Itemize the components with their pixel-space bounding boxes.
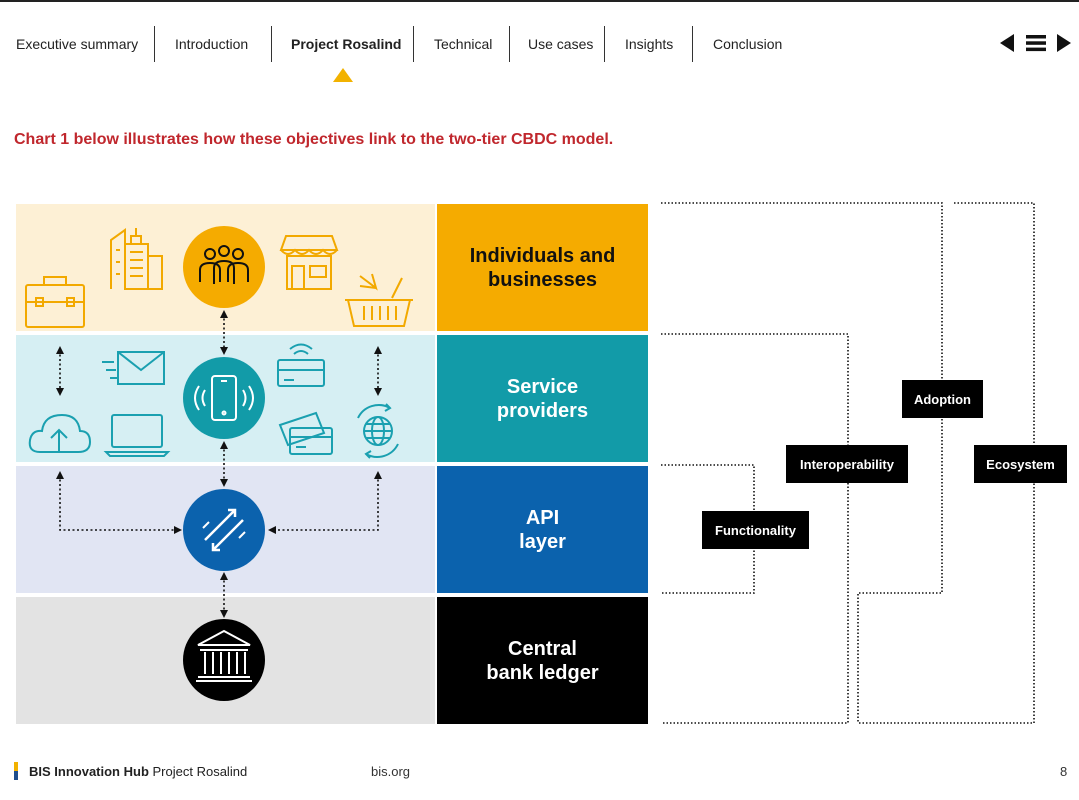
buildings-icon (110, 228, 163, 290)
laptop-icon (103, 414, 171, 457)
cards-icon (278, 411, 333, 455)
nav-divider (413, 26, 414, 62)
tab-technical[interactable]: Technical (434, 36, 493, 52)
tab-use-cases[interactable]: Use cases (528, 36, 594, 52)
tab-project-rosalind[interactable]: Project Rosalind (291, 36, 402, 52)
tab-insights[interactable]: Insights (625, 36, 674, 52)
globe-icon (357, 403, 399, 459)
tab-introduction[interactable]: Introduction (175, 36, 249, 52)
intro-text: Chart 1 below illustrates how these obje… (14, 131, 614, 148)
footer-org: BIS Innovation Hub (29, 764, 149, 779)
nav-divider (154, 26, 155, 62)
storefront-icon (279, 235, 339, 290)
footer-url-link[interactable]: bis.org (371, 764, 411, 779)
tag-functionality: Functionality (702, 511, 809, 549)
api-exchange-icon (183, 489, 265, 571)
diagram-connectors (56, 310, 382, 618)
smartphone-icon (183, 357, 265, 439)
shopping-basket-icon (345, 273, 413, 327)
tab-conclusion[interactable]: Conclusion (713, 36, 783, 52)
layer-label-line: providers (496, 399, 589, 422)
layer-label-line: bank ledger (486, 661, 599, 684)
footer-logo-bar (14, 762, 18, 780)
interoperability-bracket (661, 333, 849, 724)
payment-card-icon (277, 343, 325, 387)
layer-label-line: layer (519, 530, 566, 553)
tag-ecosystem: Ecosystem (974, 445, 1067, 483)
layer-label-line: Service (506, 375, 579, 398)
section-nav: Executive summary Introduction Project R… (0, 26, 1079, 62)
email-icon (102, 351, 165, 385)
layer-label-line: businesses (488, 268, 597, 291)
next-arrow-icon[interactable] (1055, 33, 1073, 53)
tab-executive-summary[interactable]: Executive summary (16, 36, 139, 52)
layer-label-line: API (525, 506, 560, 529)
nav-divider (271, 26, 272, 62)
layer-label-line: Individuals and (469, 244, 616, 267)
cloud-upload-icon (28, 413, 92, 453)
people-icon (183, 226, 265, 308)
nav-divider (509, 26, 510, 62)
layer-label-line: Central (508, 637, 577, 660)
footer-project: Project Rosalind (152, 764, 248, 779)
central-bank-icon (183, 619, 265, 701)
nav-divider (604, 26, 605, 62)
menu-icon[interactable] (1025, 33, 1047, 53)
briefcase-icon (25, 276, 85, 328)
tag-adoption: Adoption (902, 380, 983, 418)
top-border (0, 0, 1079, 2)
footer-publisher: BIS Innovation Hub Project Rosalind (29, 764, 247, 779)
tag-interoperability: Interoperability (786, 445, 908, 483)
page-number: 8 (1060, 764, 1068, 779)
functionality-bracket (661, 464, 755, 594)
adoption-bracket (661, 202, 943, 723)
prev-arrow-icon[interactable] (998, 33, 1016, 53)
active-tab-marker-icon (333, 68, 353, 82)
nav-divider (692, 26, 693, 62)
